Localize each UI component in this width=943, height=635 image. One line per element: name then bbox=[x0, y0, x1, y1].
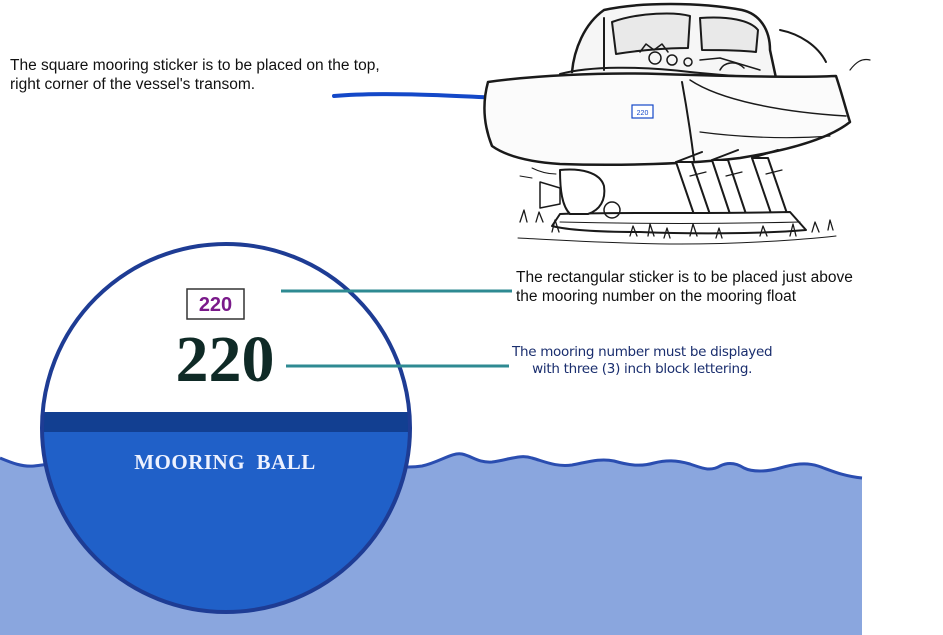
note-transom-line1: The square mooring sticker is to be plac… bbox=[10, 56, 380, 75]
note-number-line2: with three (3) inch block lettering. bbox=[512, 361, 772, 378]
note-number-line1: The mooring number must be displayed bbox=[512, 344, 772, 361]
note-float-sticker: The rectangular sticker is to be placed … bbox=[516, 268, 853, 306]
ball-label: MOORING BALL bbox=[134, 450, 316, 474]
boat-sketch bbox=[485, 4, 870, 244]
note-float-line1: The rectangular sticker is to be placed … bbox=[516, 268, 853, 287]
note-transom-line2: right corner of the vessel's transom. bbox=[10, 75, 380, 94]
note-float-line2: the mooring number on the mooring float bbox=[516, 287, 853, 306]
note-transom-sticker: The square mooring sticker is to be plac… bbox=[10, 56, 380, 94]
mooring-number: 220 bbox=[176, 323, 275, 396]
ball-band bbox=[40, 412, 420, 432]
note-number-display: The mooring number must be displayed wit… bbox=[512, 344, 772, 378]
transom-sticker-text: 220 bbox=[637, 110, 649, 117]
float-sticker-text: 220 bbox=[199, 294, 232, 316]
